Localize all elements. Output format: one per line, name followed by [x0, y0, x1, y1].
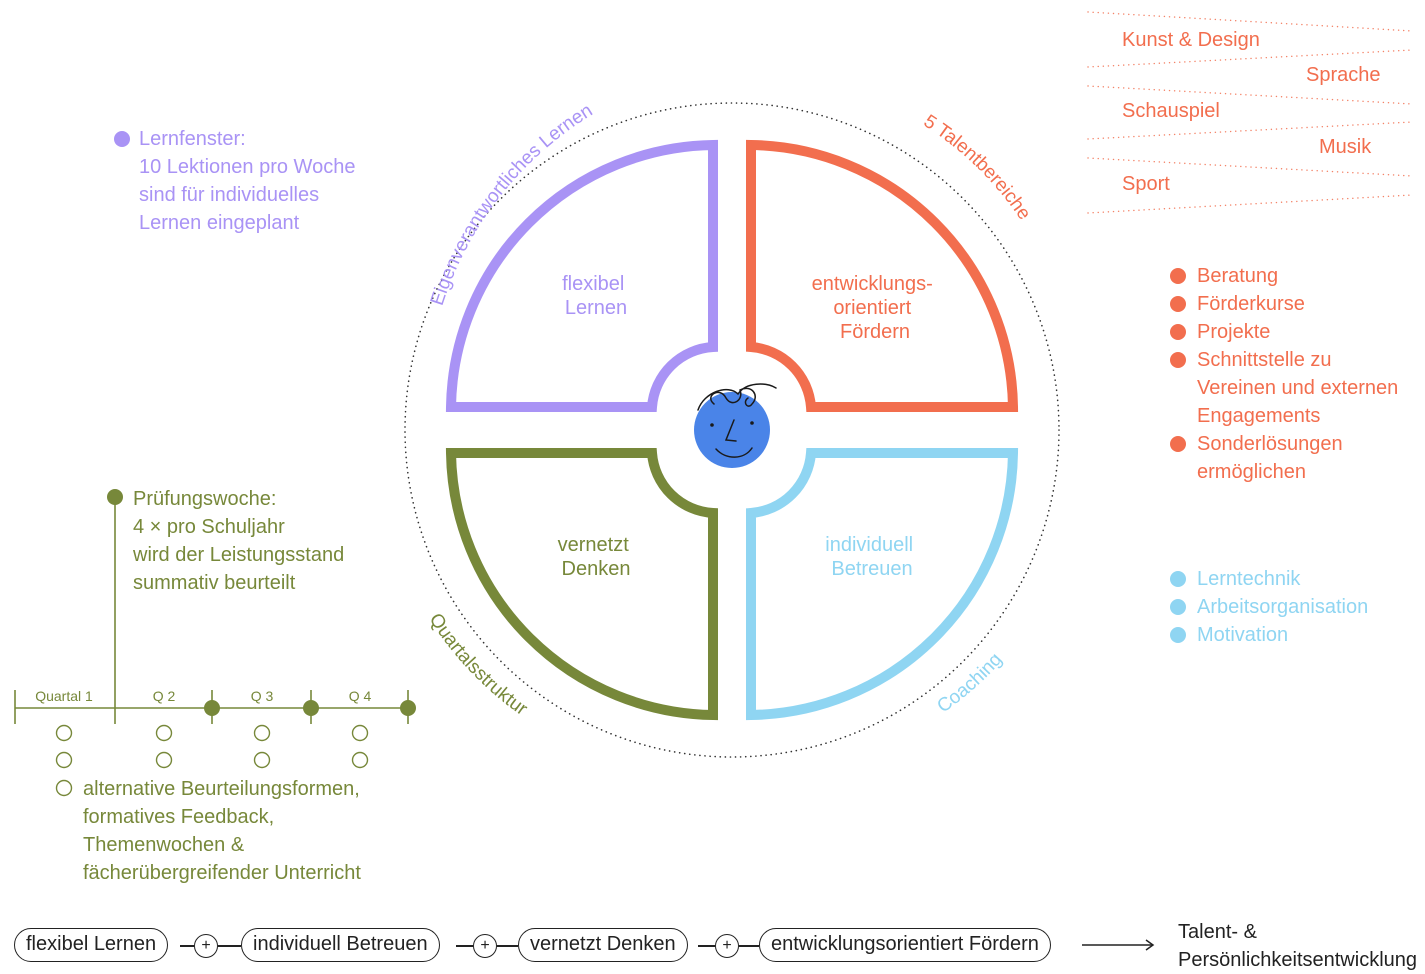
talent-area: Sport [1122, 173, 1170, 195]
plus-icon: + [473, 934, 497, 958]
formula-connector [739, 945, 759, 947]
quadrant-top-left-outline [445, 139, 718, 412]
alternative-line: alternative Beurteilungsformen, [83, 778, 360, 800]
arrow-icon [1082, 939, 1155, 951]
lernfenster-line: Lernen eingeplant [139, 212, 300, 234]
outer-dotted-circle [404, 102, 1060, 758]
formula-result-line: Persönlichkeitsentwicklung [1178, 949, 1418, 971]
pruefungswoche-title: Prüfungswoche: [133, 488, 277, 510]
coaching-item: Motivation [1170, 621, 1368, 649]
talent-area: Schauspiel [1122, 100, 1220, 122]
quadrant-top-left-label: flexibel Lernen [562, 273, 630, 319]
formula-item-flexibel-lernen: flexibel Lernen [14, 928, 169, 962]
talent-separator-lines [1087, 11, 1413, 214]
formula-item-vernetzt-denken: vernetzt Denken [518, 928, 688, 962]
foerdern-item: Projekte [1170, 318, 1398, 346]
alternative-line: fächerübergreifender Unterricht [83, 862, 361, 884]
arc-label-talentbereiche: 5 Talentbereiche [920, 111, 1035, 224]
foerdern-item: Schnittstelle zu Vereinen und externen E… [1170, 346, 1398, 430]
lernfenster-line: 10 Lektionen pro Woche [139, 156, 356, 178]
formula-item-entwicklungsorientiert-foerdern: entwicklungsorientiert Fördern [759, 928, 1051, 962]
quadrant-top-right-label: entwicklungs- orientiert Fördern [812, 273, 939, 343]
timeline-label-q4: Q 4 [349, 688, 372, 704]
quadrant-bottom-left-outline [445, 448, 718, 721]
formula-connector [456, 945, 473, 947]
arc-label-coaching: Coaching [933, 649, 1006, 717]
alternative-assessment-markers [55, 724, 369, 797]
timeline-label-q1: Quartal 1 [35, 688, 93, 704]
plus-icon: + [715, 934, 739, 958]
alternative-block: alternative Beurteilungsformen, formativ… [83, 775, 361, 887]
plus-icon: + [194, 934, 218, 958]
formula-connector [497, 945, 518, 947]
quadrant-bottom-left-label: vernetzt Denken [558, 534, 635, 580]
foerdern-list: Beratung Förderkurse Projekte Schnittste… [1170, 262, 1398, 486]
coaching-item: Arbeitsorganisation [1170, 593, 1368, 621]
lernfenster-bullet [114, 131, 130, 147]
timeline-label-q2: Q 2 [153, 688, 176, 704]
talent-area: Kunst & Design [1122, 29, 1260, 51]
alternative-line: Themenwochen & [83, 834, 245, 856]
alternative-line: formatives Feedback, [83, 806, 275, 828]
talent-area: Sprache [1306, 64, 1381, 86]
formula-connector [698, 945, 715, 947]
exam-week-markers [107, 489, 416, 716]
lernfenster-title: Lernfenster: [139, 128, 246, 150]
coaching-item: Lerntechnik [1170, 565, 1368, 593]
timeline-label-q3: Q 3 [251, 688, 274, 704]
pruefungswoche-line: 4 × pro Schuljahr [133, 516, 285, 538]
pruefungswoche-block: Prüfungswoche: 4 × pro Schuljahr wird de… [133, 485, 344, 597]
formula-result: Talent- & Persönlichkeitsentwicklung [1178, 918, 1417, 974]
formula-item-individuell-betreuen: individuell Betreuen [241, 928, 440, 962]
quadrant-bottom-right-label: individuell Betreuen [825, 534, 918, 580]
coaching-list: Lerntechnik Arbeitsorganisation Motivati… [1170, 565, 1368, 649]
talent-area: Musik [1319, 136, 1372, 158]
formula-connector [218, 945, 241, 947]
quadrant-top-right-outline [746, 139, 1019, 412]
formula-connector [180, 945, 194, 947]
foerdern-item: Beratung [1170, 262, 1398, 290]
face-icon [694, 383, 777, 468]
quadrant-bottom-right-outline [746, 448, 1019, 721]
foerdern-item: Förderkurse [1170, 290, 1398, 318]
foerdern-item: Sonderlösungen ermöglichen [1170, 430, 1398, 486]
pruefungswoche-line: summativ beurteilt [133, 572, 296, 594]
lernfenster-block: Lernfenster: 10 Lektionen pro Woche sind… [114, 125, 355, 237]
lernfenster-line: sind für individuelles [139, 184, 320, 206]
formula-result-line: Talent- & [1178, 921, 1257, 943]
pruefungswoche-line: wird der Leistungsstand [133, 544, 345, 566]
